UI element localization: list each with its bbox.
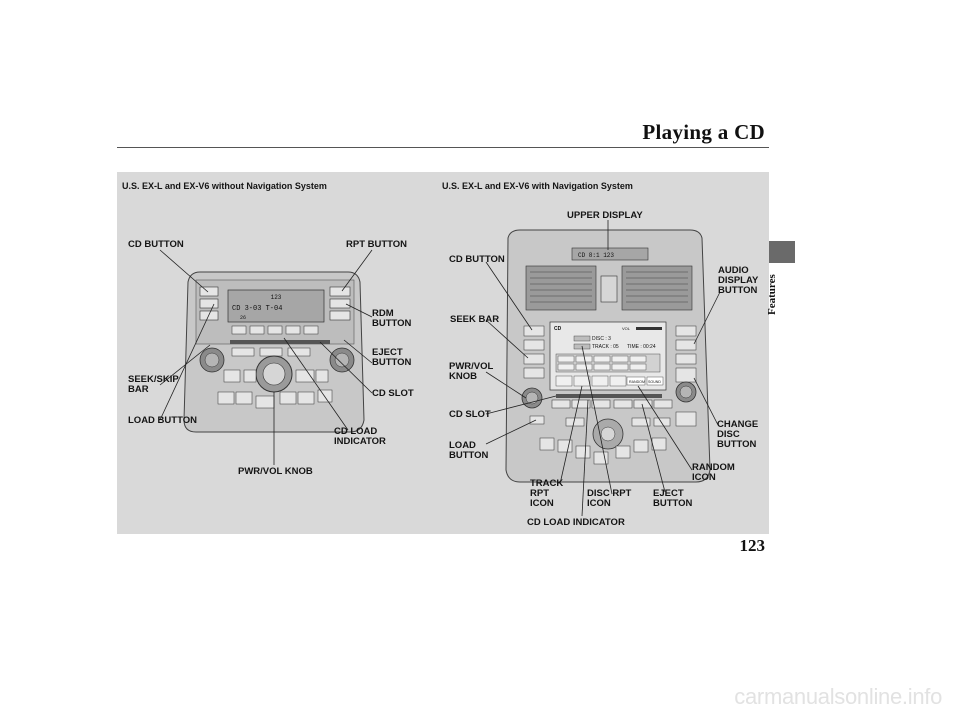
page-title: Playing a CD: [642, 120, 765, 144]
left-cd-button: [199, 286, 219, 297]
right-seek-bar: [523, 353, 545, 365]
label-rdm-button: RDM BUTTON: [372, 308, 412, 329]
label-eject-button-right: EJECT BUTTON: [653, 488, 693, 509]
label-random-icon: RANDOM ICON: [692, 462, 735, 483]
label-cd-load-indicator-left: CD LOAD INDICATOR: [334, 426, 386, 447]
label-audio-display-button: AUDIO DISPLAY BUTTON: [718, 265, 759, 296]
svg-text:123: 123: [271, 294, 282, 301]
svg-text:CD 3-03 T-04: CD 3-03 T-04: [232, 305, 282, 313]
label-seek-bar: SEEK BAR: [450, 314, 500, 325]
right-change-disc-button: [675, 367, 697, 383]
right-caption: U.S. EX-L and EX-V6 with Navigation Syst…: [442, 181, 633, 191]
svg-text:CD 8:1 123: CD 8:1 123: [578, 252, 614, 259]
label-pwr-vol-knob-left: PWR/VOL KNOB: [238, 466, 313, 477]
left-rdm-button: [329, 298, 351, 309]
label-eject-button-left: EJECT BUTTON: [372, 347, 412, 368]
page-number: 123: [739, 536, 766, 555]
label-cd-load-indicator-right: CD LOAD INDICATOR: [527, 517, 625, 528]
label-load-button-left: LOAD BUTTON: [128, 415, 197, 426]
svg-text:26: 26: [240, 315, 246, 321]
svg-text:TIME : 00:24: TIME : 00:24: [627, 344, 656, 350]
svg-text:SOUND: SOUND: [648, 380, 661, 384]
title-rule: [117, 147, 769, 148]
label-seek-skip-bar: SEEK/SKIP BAR: [128, 374, 179, 395]
label-pwr-vol-knob-right: PWR/VOL KNOB: [449, 361, 494, 382]
label-cd-button-left: CD BUTTON: [128, 239, 184, 250]
svg-text:VOL: VOL: [622, 326, 631, 331]
left-display: [227, 289, 325, 323]
label-track-rpt-icon: TRACK RPT ICON: [530, 478, 564, 509]
left-audio-unit: 123 CD 3-03 T-04 26: [183, 271, 365, 433]
label-disc-rpt-icon: DISC RPT ICON: [587, 488, 632, 509]
right-audio-unit: CD 8:1 123 CD VOL DISC : 3 TRACK : 05 TI…: [505, 229, 711, 483]
right-upper-display: [571, 247, 649, 261]
svg-text:RANDOM: RANDOM: [629, 380, 645, 384]
label-cd-slot-left: CD SLOT: [372, 388, 414, 399]
label-rpt-button: RPT BUTTON: [346, 239, 408, 250]
right-audio-display-button: [675, 339, 697, 351]
label-load-button-right: LOAD BUTTON: [449, 440, 489, 461]
right-cd-slot: [556, 394, 662, 398]
label-cd-slot-right: CD SLOT: [449, 409, 491, 420]
label-change-disc-button: CHANGE DISC BUTTON: [717, 419, 759, 450]
right-cd-button: [523, 325, 545, 337]
left-rpt-button: [329, 286, 351, 297]
svg-text:DISC : 3: DISC : 3: [592, 336, 611, 342]
left-cd-slot: [230, 340, 330, 344]
left-caption: U.S. EX-L and EX-V6 without Navigation S…: [122, 181, 327, 191]
svg-text:CD: CD: [554, 326, 562, 332]
label-upper-display: UPPER DISPLAY: [567, 210, 643, 221]
section-tab-marker: [769, 241, 795, 263]
label-cd-button-right: CD BUTTON: [449, 254, 505, 265]
svg-text:TRACK : 05: TRACK : 05: [592, 344, 619, 350]
watermark: carmanualsonline.info: [734, 684, 942, 709]
